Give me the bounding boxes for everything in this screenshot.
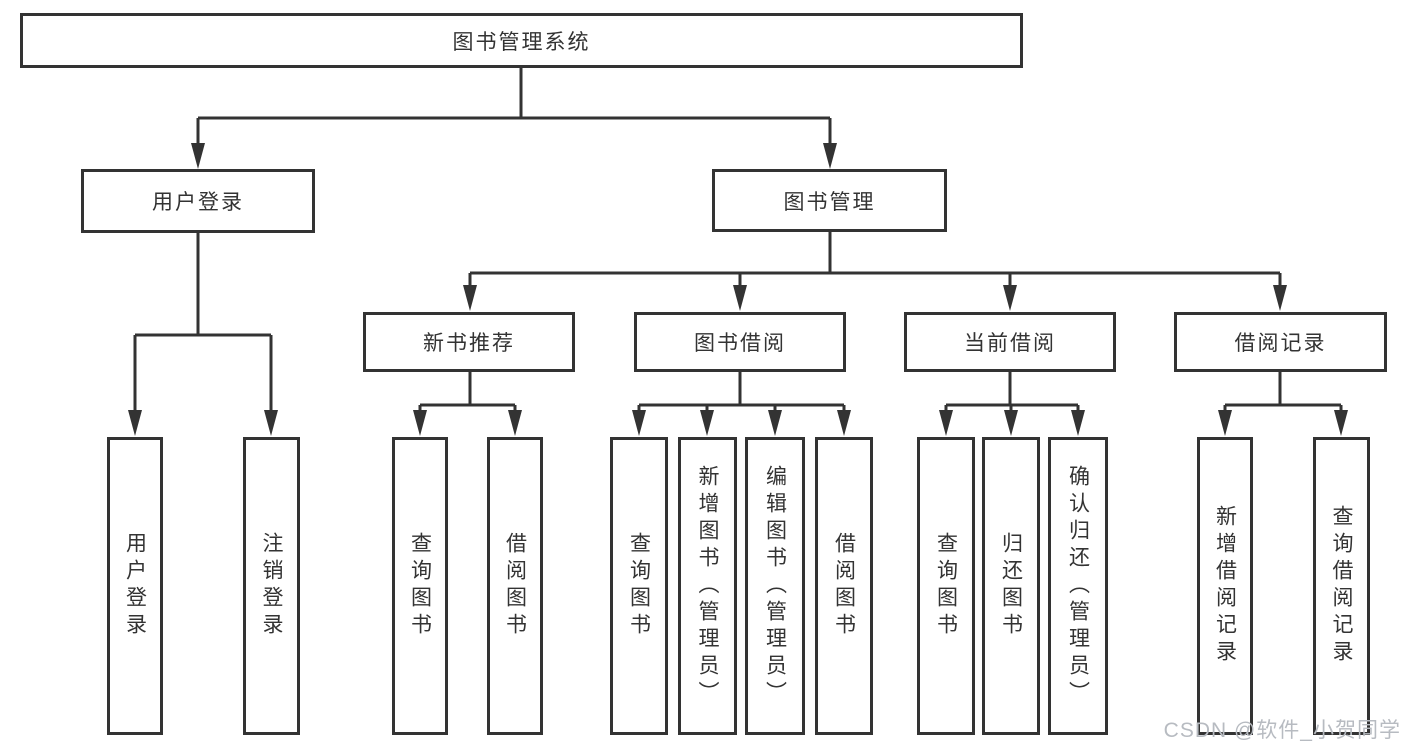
leaf-query-borrow-record: 查询借阅记录 xyxy=(1313,437,1370,735)
leaf-user-login: 用户登录 xyxy=(107,437,163,735)
leaf-query-books-current: 查询图书 xyxy=(917,437,975,735)
node-borrowing-records: 借阅记录 xyxy=(1174,312,1387,372)
node-book-borrowing: 图书借阅 xyxy=(634,312,846,372)
leaf-add-books-admin: 新增图书（管理员） xyxy=(678,437,737,735)
node-new-book-recommendation: 新书推荐 xyxy=(363,312,575,372)
leaf-borrow-books: 借阅图书 xyxy=(815,437,873,735)
leaf-return-books: 归还图书 xyxy=(982,437,1040,735)
arrowhead-icons xyxy=(128,143,1348,436)
node-library-management-system: 图书管理系统 xyxy=(20,13,1023,68)
leaf-query-books-borrowing: 查询图书 xyxy=(610,437,668,735)
leaf-confirm-return-admin: 确认归还（管理员） xyxy=(1048,437,1108,735)
leaf-borrow-books-recommend: 借阅图书 xyxy=(487,437,543,735)
leaf-add-borrow-record: 新增借阅记录 xyxy=(1197,437,1253,735)
leaf-edit-books-admin: 编辑图书（管理员） xyxy=(745,437,805,735)
leaf-query-books-recommend: 查询图书 xyxy=(392,437,448,735)
leaf-logout: 注销登录 xyxy=(243,437,300,735)
csdn-watermark: CSDN @软件_小贺同学 xyxy=(1163,719,1401,742)
node-book-management-branch: 图书管理 xyxy=(712,169,947,232)
node-user-login-branch: 用户登录 xyxy=(81,169,315,233)
node-current-borrowing: 当前借阅 xyxy=(904,312,1116,372)
